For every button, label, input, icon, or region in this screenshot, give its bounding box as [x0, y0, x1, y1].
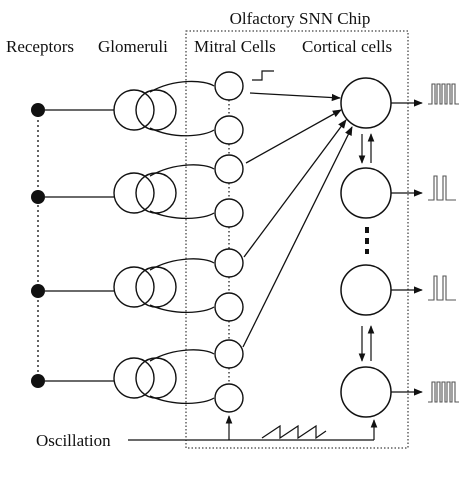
- mitral-cell: [214, 292, 244, 322]
- oscillation-label: Oscillation: [36, 431, 111, 450]
- receptor-node: [31, 103, 45, 117]
- glomerulus-circle: [135, 266, 177, 308]
- oscillation-bus: [128, 415, 378, 441]
- cortical-cells-label: Cortical cells: [302, 37, 392, 56]
- projection-arrow: [243, 119, 347, 258]
- projection-arrow: [242, 126, 353, 348]
- cortical-outputs: [391, 99, 423, 396]
- glomerulus-unit: [45, 349, 215, 404]
- chip-title: Olfactory SNN Chip: [230, 9, 371, 28]
- glomerulus-circle: [113, 172, 155, 214]
- glomerulus-circle: [113, 357, 155, 399]
- glomerulus-connection: [149, 210, 215, 219]
- mitral-cell: [214, 383, 244, 413]
- glomerulus-connection: [149, 164, 215, 177]
- glomerulus-circle: [135, 172, 177, 214]
- mitral-cell: [214, 115, 244, 145]
- mitral-cell: [214, 198, 244, 228]
- glomerulus-connection: [149, 349, 215, 362]
- mitral-cell-column: [214, 71, 244, 413]
- receptor-node: [31, 374, 45, 388]
- mitral-cell: [214, 339, 244, 369]
- spike-train-slow-icon: [428, 175, 456, 201]
- glomerulus-circle: [113, 266, 155, 308]
- projection-arrow: [249, 92, 341, 102]
- mitral-cell: [214, 154, 244, 184]
- cortical-cell: [340, 77, 392, 129]
- glomerulus-connection: [149, 304, 215, 313]
- glomeruli-label: Glomeruli: [98, 37, 168, 56]
- glomerulus-unit: [45, 258, 215, 313]
- mitral-to-cortical-projections: [242, 92, 353, 348]
- glomerulus-connection: [149, 395, 215, 404]
- spike-train-fast-icon: [428, 83, 459, 105]
- step-signal-icon: [252, 70, 274, 81]
- glomerulus-connection: [149, 127, 215, 137]
- spike-train-fast-icon: [428, 381, 459, 403]
- glomerulus-circle: [113, 89, 155, 131]
- glomerulus-connection: [149, 258, 215, 271]
- cortical-cell: [340, 167, 392, 219]
- cortical-cell: [340, 264, 392, 316]
- mitral-cell: [214, 248, 244, 278]
- chip-boundary: [185, 30, 409, 449]
- spike-train-slow-icon: [428, 275, 456, 301]
- sawtooth-wave-icon: [261, 424, 327, 440]
- receptor-node: [31, 284, 45, 298]
- cortical-cell-column: [340, 77, 392, 418]
- glomerulus-unit: [45, 164, 215, 219]
- receptors-label: Receptors: [6, 37, 74, 56]
- projection-arrow: [245, 109, 342, 164]
- mitral-cells-label: Mitral Cells: [194, 37, 276, 56]
- receptor-column: [31, 103, 45, 388]
- mitral-cell: [214, 71, 244, 101]
- receptor-node: [31, 190, 45, 204]
- glomerulus-circle: [135, 357, 177, 399]
- glomerulus-circle: [135, 89, 177, 131]
- glomerulus-connection: [149, 80, 215, 93]
- cortical-cell: [340, 366, 392, 418]
- glomerulus-unit: [45, 80, 215, 137]
